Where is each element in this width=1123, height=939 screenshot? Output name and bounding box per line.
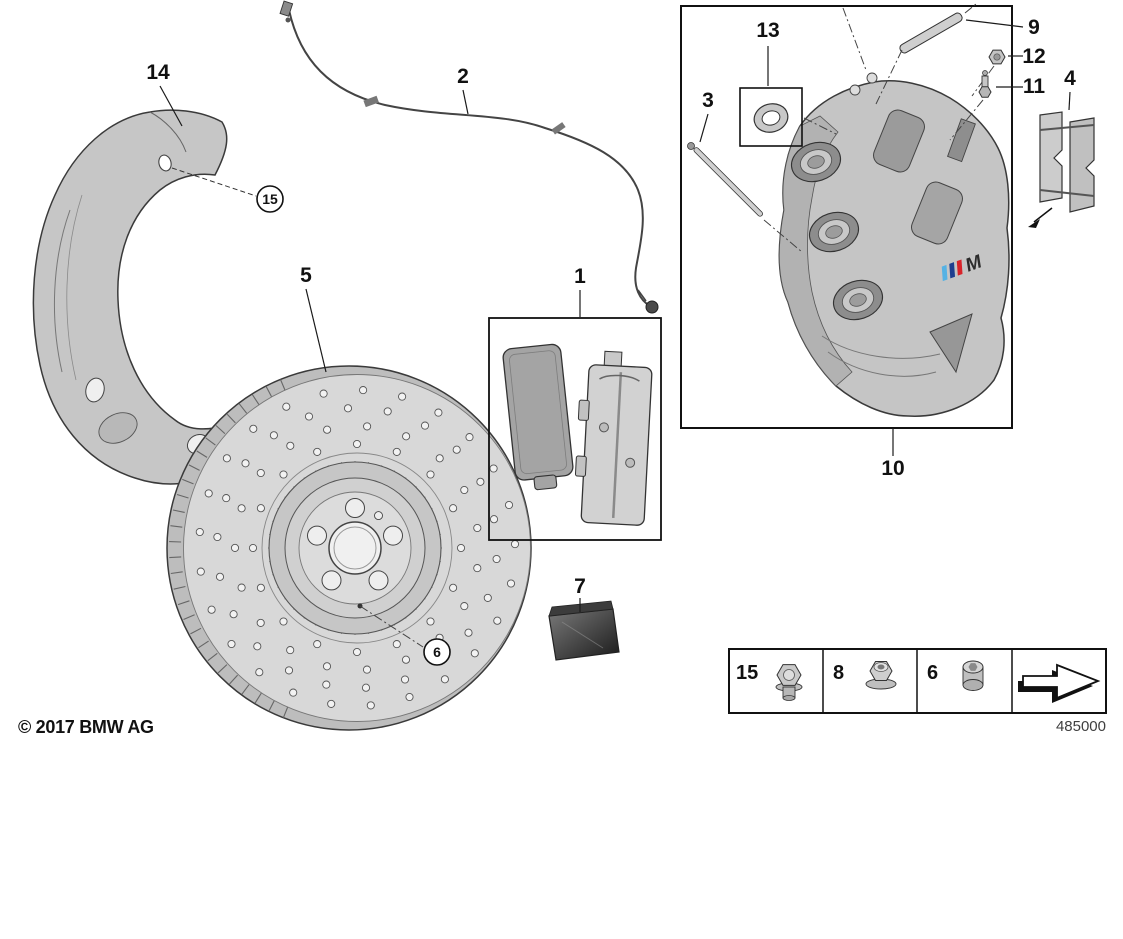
callout-15[interactable]: 15 [262, 191, 278, 207]
callout-11[interactable]: 11 [1023, 75, 1046, 98]
wheel-hub [268, 461, 442, 635]
callout-15-circle [256, 185, 284, 213]
callout-group-1: 1 [574, 265, 586, 317]
cap-nut-12 [971, 49, 1006, 97]
callout-group-5: 5 [300, 264, 327, 373]
lug-hole [368, 570, 389, 591]
shield-hole [85, 377, 105, 403]
brake-caliper: M [778, 72, 1010, 417]
seal-ring-box [739, 87, 837, 147]
locating-hole [374, 511, 383, 521]
callout-6[interactable]: 6 [433, 644, 441, 660]
retaining-springs-4 [1028, 111, 1095, 228]
pads-frame [488, 317, 662, 541]
caliper-piston [832, 279, 884, 321]
legend-cell-8: 8 [833, 661, 897, 690]
callout-group-13: 13 [756, 19, 780, 86]
leader-line-4 [1068, 91, 1071, 111]
bridge-window [873, 109, 925, 173]
legend-table: 15 8 6 [728, 648, 1107, 714]
legend-label-15[interactable]: 15 [736, 662, 758, 684]
wire-clip [363, 95, 379, 108]
callout-12[interactable]: 12 [1022, 45, 1045, 68]
bridge-window [911, 181, 963, 245]
brake-pad-outer [574, 350, 653, 526]
socket-head-plug-icon [962, 660, 984, 691]
callout-group-3: 3 [699, 89, 714, 143]
callout-7[interactable]: 7 [574, 575, 586, 598]
pin-bore [866, 72, 878, 84]
caliper-piston [808, 211, 860, 253]
vent-ticks [169, 379, 289, 718]
callout-group-11: 11 [996, 75, 1045, 98]
legend-cell-6: 6 [927, 660, 984, 691]
leader-line-9 [965, 19, 1024, 28]
lug-hole [321, 570, 342, 591]
callout-group-2: 2 [457, 65, 469, 115]
grease-packet [548, 600, 620, 661]
leader-line-15 [171, 167, 257, 197]
diagram-number: 485000 [1056, 718, 1106, 735]
caliper-piston [790, 141, 842, 183]
callout-3[interactable]: 3 [702, 89, 714, 112]
callout-13[interactable]: 13 [756, 19, 779, 42]
wire-clip [551, 122, 566, 135]
brake-pad-inner [502, 343, 574, 491]
legend-label-6[interactable]: 6 [927, 662, 938, 684]
wire-grommet [285, 17, 291, 23]
splash-shield [32, 109, 236, 485]
callout-1[interactable]: 1 [574, 265, 586, 288]
leader-line-6 [359, 605, 424, 648]
copyright-text: © 2017 BMW AG [18, 717, 154, 737]
continuation-arrow-icon [1018, 663, 1101, 703]
leader-line-3 [699, 113, 709, 143]
callout-group-4: 4 [1064, 67, 1076, 111]
lug-hole [383, 525, 403, 546]
hex-flange-bolt-icon [775, 664, 803, 701]
caliper-cutout [929, 313, 973, 374]
callout-14[interactable]: 14 [146, 61, 170, 84]
flange-nut-icon [865, 661, 897, 690]
sensor-wire [279, 0, 659, 314]
brake-disc [166, 365, 532, 731]
bleeder-valve-11 [949, 70, 992, 141]
callout-group-10: 10 [881, 428, 905, 480]
callout-group-7: 7 [574, 575, 586, 612]
circled-callout-15: 15 [171, 167, 284, 213]
callout-group-9: 9 [965, 16, 1040, 39]
callout-10[interactable]: 10 [881, 457, 904, 480]
wire-connector [279, 0, 294, 17]
pad-rivet [625, 457, 636, 468]
legend-label-8[interactable]: 8 [833, 662, 844, 684]
legend-cell-arrow [1018, 663, 1101, 703]
shield-mounting-hole [158, 154, 172, 172]
leader-line-14 [159, 85, 183, 127]
callout-9[interactable]: 9 [1028, 16, 1040, 39]
center-bore [328, 521, 382, 575]
leader-line-2 [462, 89, 469, 115]
callout-group-14: 14 [146, 61, 183, 127]
guide-pin-3 [687, 142, 803, 253]
wire-sensor-head [645, 300, 659, 314]
caliper-box: M 13 3 [680, 3, 1013, 429]
leader-line-5 [305, 288, 327, 373]
callout-2[interactable]: 2 [457, 65, 469, 88]
callout-group-12: 12 [1008, 45, 1046, 68]
legend-cell-15: 15 [736, 662, 803, 701]
guide-pin-9 [875, 3, 977, 105]
caliper-frame [680, 5, 1013, 429]
lug-hole [307, 525, 327, 546]
lug-hole [345, 498, 365, 518]
callout-5[interactable]: 5 [300, 264, 312, 287]
brake-pads-box [488, 317, 662, 541]
pad-rivet [598, 422, 609, 433]
direction-arrow-4 [1033, 207, 1053, 223]
callout-4[interactable]: 4 [1064, 67, 1076, 90]
drill-holes [195, 386, 520, 710]
callout-6-circle [423, 638, 451, 666]
pin-bore [849, 84, 861, 96]
circled-callout-6: 6 [357, 603, 451, 666]
